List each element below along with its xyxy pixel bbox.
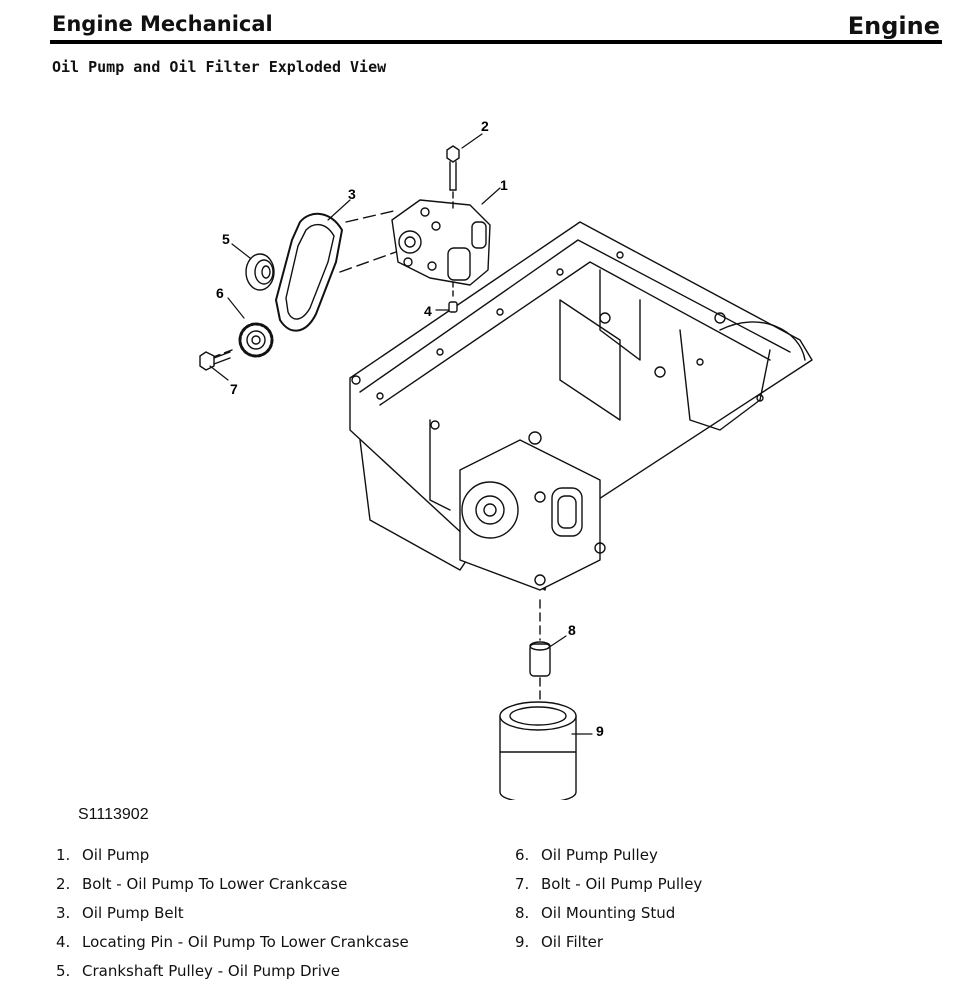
- legend-item: 8. Oil Mounting Stud: [515, 904, 702, 933]
- locating-pin-drawing: [448, 281, 458, 313]
- chapter-title: Engine: [847, 12, 940, 40]
- callout-9: 9: [596, 723, 604, 739]
- bolt-drawing: [446, 145, 460, 211]
- legend-text: Oil Pump: [82, 846, 150, 864]
- header-rule: [50, 40, 942, 44]
- callout-1: 1: [500, 177, 508, 193]
- legend-text: Oil Filter: [541, 933, 604, 951]
- legend-text: Bolt - Oil Pump To Lower Crankcase: [82, 875, 348, 893]
- legend-num: 1.: [56, 846, 71, 864]
- oil-filter-drawing: [499, 701, 577, 800]
- page-subtitle: Oil Pump and Oil Filter Exploded View: [52, 58, 387, 76]
- callout-5: 5: [222, 231, 230, 247]
- legend-item: 7. Bolt - Oil Pump Pulley: [515, 875, 702, 904]
- oil-pump-drawing: [391, 199, 491, 286]
- legend-item: 6. Oil Pump Pulley: [515, 846, 702, 875]
- callout-2: 2: [481, 118, 489, 134]
- legend-num: 7.: [515, 875, 530, 893]
- legend-item: 3. Oil Pump Belt: [56, 904, 409, 933]
- legend-num: 9.: [515, 933, 530, 951]
- legend-num: 3.: [56, 904, 71, 922]
- oil-mounting-stud-drawing: [529, 599, 551, 701]
- legend-item: 1. Oil Pump: [56, 846, 409, 875]
- pulley-bolt-drawing: [199, 351, 231, 371]
- callout-6: 6: [216, 285, 224, 301]
- figure-id: S1113902: [78, 806, 149, 823]
- section-title: Engine Mechanical: [52, 12, 273, 36]
- legend-item: 4. Locating Pin - Oil Pump To Lower Crank…: [56, 933, 409, 962]
- oil-pump-pulley-drawing: [199, 322, 274, 363]
- oil-pump-belt-drawing: [275, 209, 399, 332]
- legend-text: Oil Mounting Stud: [541, 904, 676, 922]
- legend-num: 5.: [56, 962, 71, 980]
- legend-text: Bolt - Oil Pump Pulley: [541, 875, 703, 893]
- legend-item: 2. Bolt - Oil Pump To Lower Crankcase: [56, 875, 409, 904]
- legend-num: 2.: [56, 875, 71, 893]
- legend-item: 9. Oil Filter: [515, 933, 702, 962]
- callout-4: 4: [424, 303, 432, 319]
- callout-8: 8: [568, 622, 576, 638]
- callout-3: 3: [348, 186, 356, 202]
- parts-legend-col1: 1. Oil Pump 2. Bolt - Oil Pump To Lower Cr…: [56, 846, 409, 991]
- legend-text: Oil Pump Belt: [82, 904, 184, 922]
- legend-num: 6.: [515, 846, 530, 864]
- legend-text: Crankshaft Pulley - Oil Pump Drive: [82, 962, 340, 980]
- legend-text: Oil Pump Pulley: [541, 846, 658, 864]
- parts-legend-col2: 6. Oil Pump Pulley 7. Bolt - Oil Pump Pull…: [515, 846, 702, 962]
- legend-item: 5. Crankshaft Pulley - Oil Pump Drive: [56, 962, 409, 991]
- callout-leaders: [209, 133, 593, 735]
- callout-7: 7: [230, 381, 238, 397]
- exploded-view-diagram: 1 2 3 4 5 6 7 8 9: [199, 118, 813, 800]
- lower-crankcase-drawing: [349, 221, 813, 591]
- legend-text: Locating Pin - Oil Pump To Lower Crankca…: [82, 933, 409, 951]
- legend-num: 4.: [56, 933, 71, 951]
- crankshaft-pulley-drawing: [245, 253, 275, 291]
- legend-num: 8.: [515, 904, 530, 922]
